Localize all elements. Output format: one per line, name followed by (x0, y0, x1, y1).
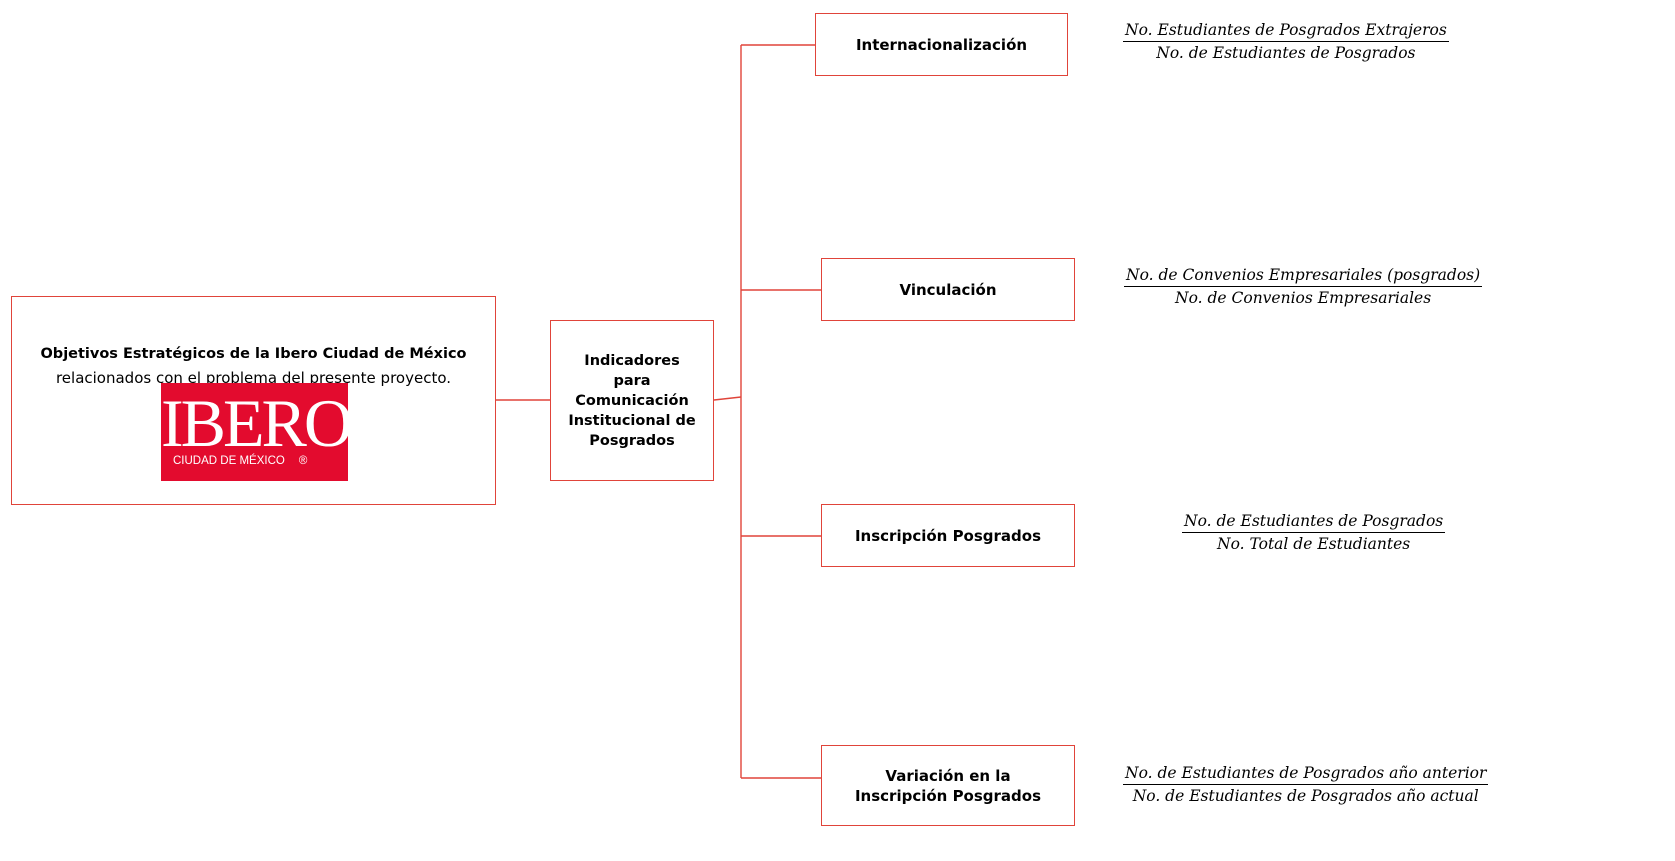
middle-label: Indicadores para Comunicación Institucio… (568, 352, 696, 449)
root-objectives-box: Objetivos Estratégicos de la Ibero Ciuda… (11, 296, 496, 505)
formula-numerator: No. de Convenios Empresariales (posgrado… (1126, 266, 1481, 284)
root-title: Objetivos Estratégicos de la Ibero Ciuda… (40, 346, 467, 362)
formula-numerator: No. de Estudiantes de Posgrados (1184, 512, 1444, 530)
branch-label: Vinculación (899, 280, 997, 299)
formula-variacion: No. de Estudiantes de Posgrados año ante… (1123, 764, 1489, 805)
branch-box-internacionalizacion: Internacionalización (815, 13, 1068, 76)
fraction-bar (1123, 784, 1489, 785)
formula-denominator: No. Total de Estudiantes (1217, 535, 1411, 553)
root-subtitle: relacionados con el problema del present… (55, 369, 452, 387)
formula-denominator: No. de Estudiantes de Posgrados año actu… (1132, 787, 1479, 805)
branch-label: Inscripción Posgrados (854, 526, 1042, 545)
branch-box-vinculacion: Vinculación (821, 258, 1075, 321)
formula-internacionalizacion: No. Estudiantes de Posgrados Extrajeros … (1123, 21, 1449, 62)
formula-vinculacion: No. de Convenios Empresariales (posgrado… (1124, 266, 1483, 307)
branch-box-variacion: Variación en la Inscripción Posgrados (821, 745, 1075, 826)
branch-label: Internacionalización (855, 35, 1028, 54)
formula-denominator: No. de Convenios Empresariales (1175, 289, 1432, 307)
formula-numerator: No. de Estudiantes de Posgrados año ante… (1125, 764, 1487, 782)
branch-box-inscripcion: Inscripción Posgrados (821, 504, 1075, 567)
fraction-bar (1124, 286, 1483, 287)
formula-inscripcion: No. de Estudiantes de Posgrados No. Tota… (1182, 512, 1446, 553)
fraction-bar (1182, 532, 1446, 533)
logo-city: CIUDAD DE MÉXICO (173, 455, 285, 467)
logo-subtitle: CIUDAD DE MÉXICO ® (173, 455, 307, 467)
middle-indicators-box: Indicadores para Comunicación Institucio… (550, 320, 714, 481)
branch-label: Variación en la Inscripción Posgrados (854, 766, 1042, 805)
connector-middle-to-trunk (713, 396, 742, 401)
formula-denominator: No. de Estudiantes de Posgrados (1156, 44, 1416, 62)
logo-registered-mark: ® (298, 455, 308, 467)
logo-wordmark: IBERO (161, 385, 353, 461)
fraction-bar (1123, 41, 1449, 42)
ibero-logo: IBERO CIUDAD DE MÉXICO ® (161, 383, 353, 481)
formula-numerator: No. Estudiantes de Posgrados Extrajeros (1125, 21, 1447, 39)
